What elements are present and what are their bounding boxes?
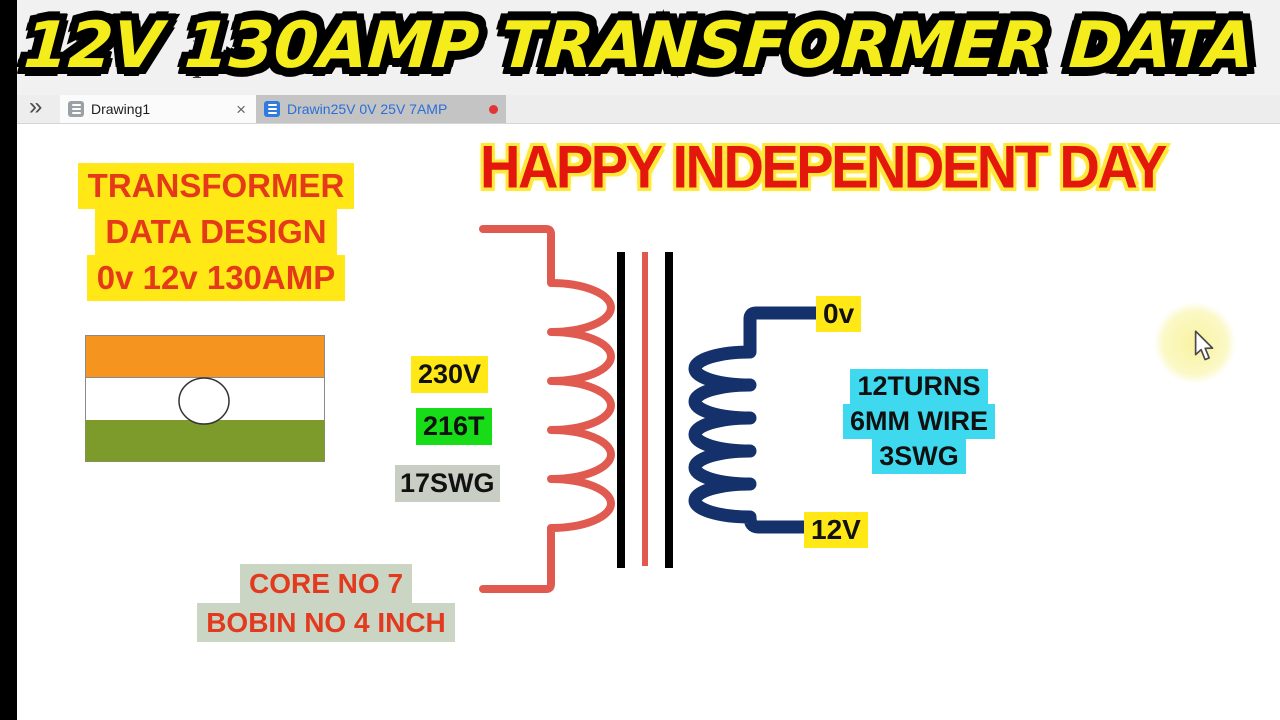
tab-label: Drawing1: [91, 101, 151, 117]
secondary-winding: [688, 306, 825, 534]
core-note-line: BOBIN NO 4 INCH: [197, 603, 455, 642]
design-note-line: TRANSFORMER: [77, 163, 355, 209]
secondary-spec-line: 12TURNS: [850, 369, 988, 404]
primary-winding: [479, 225, 615, 593]
primary-wire-gauge-label: 17SWG: [395, 465, 500, 502]
greeting-headline: HAPPY INDEPENDENT DAY: [477, 130, 1170, 203]
design-note-line: DATA DESIGN: [95, 209, 337, 255]
mouse-cursor-icon: [1194, 330, 1214, 361]
core-bobbin-note: CORE NO 7 BOBIN NO 4 INCH: [178, 564, 474, 642]
core-note-line: CORE NO 7: [239, 564, 413, 603]
document-icon: [264, 101, 280, 117]
flag-chakra-circle: [178, 377, 230, 425]
indian-flag: [85, 335, 325, 462]
tab-label: Drawin25V 0V 25V 7AMP: [287, 101, 448, 117]
document-icon: [68, 101, 84, 117]
flag-saffron-band: [85, 335, 325, 378]
document-tab-bar: » Drawing1 × Drawin25V 0V 25V 7AMP: [17, 93, 1280, 124]
underline-toolbar-icon[interactable]: U: [193, 18, 211, 44]
secondary-tap-0v-label: 0v: [816, 296, 862, 332]
primary-turns-label: 216T: [416, 408, 492, 445]
application-toolbar: U I: [17, 0, 1280, 95]
secondary-tap-12v-label: 12V: [804, 512, 868, 548]
unsaved-changes-dot-icon: [489, 104, 498, 114]
secondary-spec-line: 6MM WIRE: [843, 404, 995, 439]
video-title-banner: 12V 130AMP TRANSFORMER DATA: [15, 3, 1263, 90]
tab-drawing1[interactable]: Drawing1 ×: [60, 95, 256, 123]
left-letterbox-bar: [0, 0, 17, 720]
secondary-spec-box: 12TURNS 6MM WIRE 3SWG: [843, 369, 995, 474]
close-tab-icon[interactable]: ×: [236, 99, 246, 119]
tab-drawin25v[interactable]: Drawin25V 0V 25V 7AMP: [256, 95, 506, 123]
primary-voltage-label: 230V: [411, 356, 489, 393]
tab-overflow-chevron-icon[interactable]: »: [29, 93, 42, 120]
italic-toolbar-icon[interactable]: I: [193, 55, 204, 84]
flag-green-band: [85, 420, 325, 462]
secondary-spec-line: 3SWG: [872, 439, 966, 474]
design-note-line: 0v 12v 130AMP: [86, 255, 346, 301]
design-note: TRANSFORMER DATA DESIGN 0v 12v 130AMP: [60, 163, 372, 301]
